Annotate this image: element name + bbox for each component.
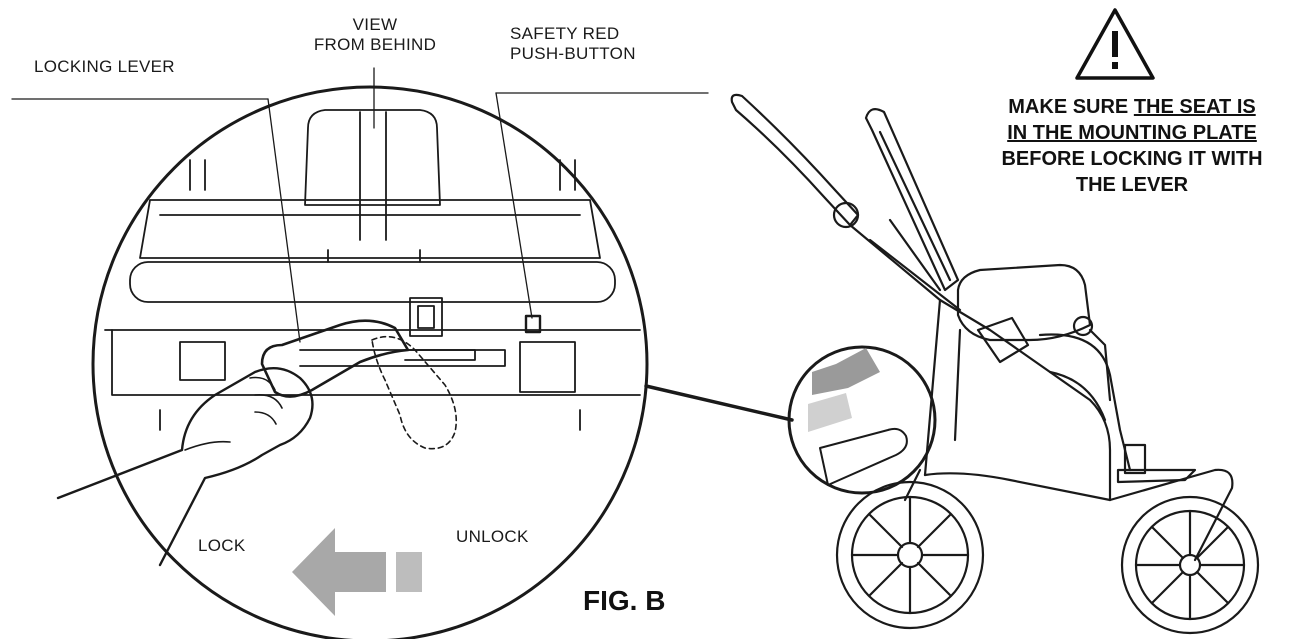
warning-triangle-icon	[1075, 8, 1155, 80]
figure-label: FIG. B	[583, 585, 666, 616]
rear-wheel	[1120, 495, 1260, 635]
front-wheel	[835, 480, 985, 630]
safety-label-line2: PUSH-BUTTON	[510, 44, 636, 63]
unlock-label: UNLOCK	[456, 527, 529, 546]
view-label: VIEW FROM BEHIND	[296, 15, 454, 55]
hand	[56, 366, 314, 567]
detail-circle-small	[787, 345, 937, 495]
locking-lever-locked	[260, 319, 410, 398]
magnified-view-circle	[91, 85, 649, 639]
warning-part2: THE SEAT IS	[1133, 96, 1256, 118]
zoom-connector-line	[644, 384, 794, 422]
view-label-line1: VIEW	[352, 15, 398, 34]
lock-label: LOCK	[198, 536, 246, 555]
warning-text: MAKE SURE THE SEAT IS IN THE MOUNTING PL…	[962, 94, 1302, 198]
locking-lever-unlocked	[371, 335, 458, 450]
warning-part1: MAKE SURE	[1008, 96, 1134, 118]
lock-direction-arrow	[292, 528, 422, 616]
warning-part3: IN THE MOUNTING PLATE	[1007, 122, 1257, 144]
warning-part4: BEFORE LOCKING IT WITH	[1001, 148, 1263, 170]
locking-lever-label: LOCKING LEVER	[34, 57, 175, 76]
warning-part5: THE LEVER	[1075, 174, 1189, 196]
view-label-line2: FROM BEHIND	[313, 35, 437, 54]
safety-label-line1: SAFETY RED	[510, 24, 620, 43]
safety-red-push-button	[524, 314, 542, 334]
transit-chair	[730, 93, 1260, 635]
safety-button-label: SAFETY RED PUSH-BUTTON	[510, 24, 636, 64]
push-arrow-small	[808, 348, 880, 432]
seat-rear-view	[104, 109, 641, 431]
